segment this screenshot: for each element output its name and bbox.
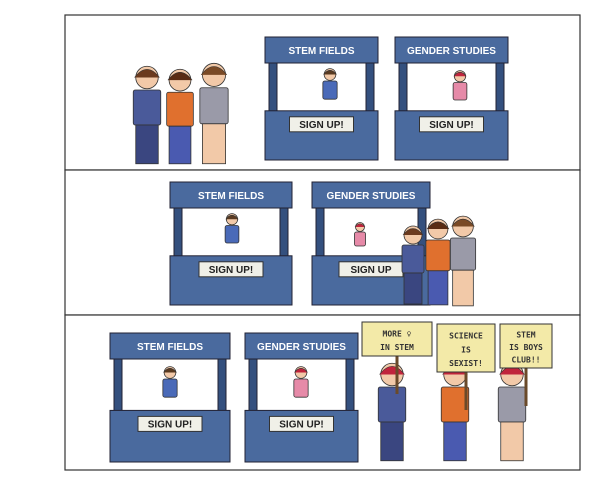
person bbox=[425, 218, 451, 306]
sign-up-label bbox=[419, 116, 484, 133]
sign-up-text: SIGN UP! bbox=[279, 419, 323, 430]
person-hair bbox=[354, 223, 366, 228]
figures bbox=[132, 62, 527, 462]
person-torso bbox=[162, 378, 178, 398]
booth-header bbox=[169, 181, 293, 209]
person-legs bbox=[403, 272, 423, 305]
sign-up-label bbox=[289, 116, 354, 133]
booth-title: GENDER STUDIES bbox=[257, 342, 346, 353]
sign-up-label bbox=[198, 261, 264, 278]
person-legs bbox=[452, 269, 474, 307]
person-hair bbox=[200, 66, 228, 76]
person-legs bbox=[135, 124, 159, 165]
person-hair bbox=[163, 367, 177, 373]
booth-header bbox=[264, 36, 379, 64]
person-torso bbox=[452, 82, 468, 101]
person-hair bbox=[323, 69, 337, 75]
booth-title: STEM FIELDS bbox=[288, 46, 354, 57]
booth: GENDER STUDIES SIGN UP! bbox=[244, 332, 359, 463]
sign-up-text: SIGN UP! bbox=[429, 120, 473, 131]
person-hair bbox=[167, 71, 193, 81]
booth: STEM FIELDS SIGN UP! bbox=[264, 36, 379, 161]
protest-sign: STEM IS BOYS CLUB!! bbox=[499, 323, 553, 406]
booth-header bbox=[244, 332, 359, 360]
sign-board bbox=[499, 323, 553, 369]
person-hair bbox=[451, 218, 475, 227]
booth-header bbox=[109, 332, 231, 360]
booth-title: GENDER STUDIES bbox=[407, 46, 496, 57]
booth-title: GENDER STUDIES bbox=[327, 191, 416, 202]
person-legs bbox=[202, 123, 226, 165]
protest-sign: SCIENCE IS SEXIST! bbox=[436, 323, 496, 410]
person bbox=[293, 366, 309, 398]
booth: STEM FIELDS SIGN UP! bbox=[109, 332, 231, 463]
person bbox=[377, 362, 407, 462]
sign-up-text: SIGN UP! bbox=[148, 419, 192, 430]
person bbox=[322, 68, 338, 100]
protest-sign-text: IN STEM bbox=[380, 343, 414, 352]
protest-sign-text: SCIENCE bbox=[449, 332, 483, 341]
person-hair bbox=[453, 71, 467, 77]
person-torso bbox=[293, 378, 309, 398]
person-hair bbox=[134, 69, 160, 78]
person-torso bbox=[425, 239, 451, 272]
sign-up-text: SIGN UP bbox=[350, 265, 391, 276]
person-hair bbox=[426, 221, 450, 230]
person-torso bbox=[199, 87, 229, 125]
sign-up-label bbox=[269, 415, 334, 432]
person-hair bbox=[402, 228, 424, 236]
person bbox=[166, 68, 194, 165]
protest-sign-text: IS BOYS bbox=[509, 343, 543, 352]
booth-title: STEM FIELDS bbox=[137, 342, 203, 353]
booth-counter bbox=[264, 110, 379, 161]
person bbox=[162, 366, 178, 398]
sign-up-text: SIGN UP! bbox=[209, 265, 253, 276]
person-legs bbox=[168, 125, 192, 165]
sign-board bbox=[436, 323, 496, 373]
person-torso bbox=[497, 386, 527, 423]
protest-sign: MORE ♀ IN STEM bbox=[361, 321, 433, 394]
person-legs bbox=[500, 421, 524, 462]
protest-sign-text: MORE ♀ bbox=[383, 330, 412, 339]
person bbox=[132, 65, 162, 165]
person bbox=[401, 225, 425, 305]
person bbox=[354, 222, 366, 247]
person bbox=[497, 362, 527, 462]
protest-sign-text: STEM bbox=[516, 331, 535, 340]
person bbox=[224, 213, 240, 244]
person-torso bbox=[449, 237, 477, 271]
protest-sign-text: IS bbox=[461, 345, 471, 354]
person-torso bbox=[354, 231, 366, 247]
sign-board bbox=[361, 321, 433, 357]
person bbox=[452, 70, 468, 101]
person-torso bbox=[322, 80, 338, 100]
person-legs bbox=[427, 270, 449, 306]
protest-signs: MORE ♀ IN STEM SCIENCE IS SEXIST! STEM IS BOYS… bbox=[361, 321, 553, 410]
protest-sign-text: SEXIST! bbox=[449, 359, 483, 368]
booth: GENDER STUDIES SIGN UP! bbox=[394, 36, 509, 161]
person-torso bbox=[401, 244, 425, 274]
person-torso bbox=[377, 386, 407, 423]
person-legs bbox=[443, 421, 467, 462]
sign-up-label bbox=[137, 415, 203, 432]
person-legs bbox=[380, 421, 404, 462]
person-torso bbox=[132, 89, 162, 126]
person bbox=[449, 215, 477, 307]
booth: STEM FIELDS SIGN UP! bbox=[169, 181, 293, 306]
protest-sign-text: CLUB!! bbox=[512, 356, 541, 365]
person-hair bbox=[225, 214, 239, 220]
booth-header bbox=[394, 36, 509, 64]
person bbox=[199, 62, 229, 165]
person-torso bbox=[224, 225, 240, 244]
booth-title: STEM FIELDS bbox=[198, 191, 264, 202]
person-hair bbox=[294, 367, 308, 373]
sign-up-text: SIGN UP! bbox=[299, 120, 343, 131]
booth-header bbox=[311, 181, 431, 209]
person-torso bbox=[166, 91, 194, 127]
